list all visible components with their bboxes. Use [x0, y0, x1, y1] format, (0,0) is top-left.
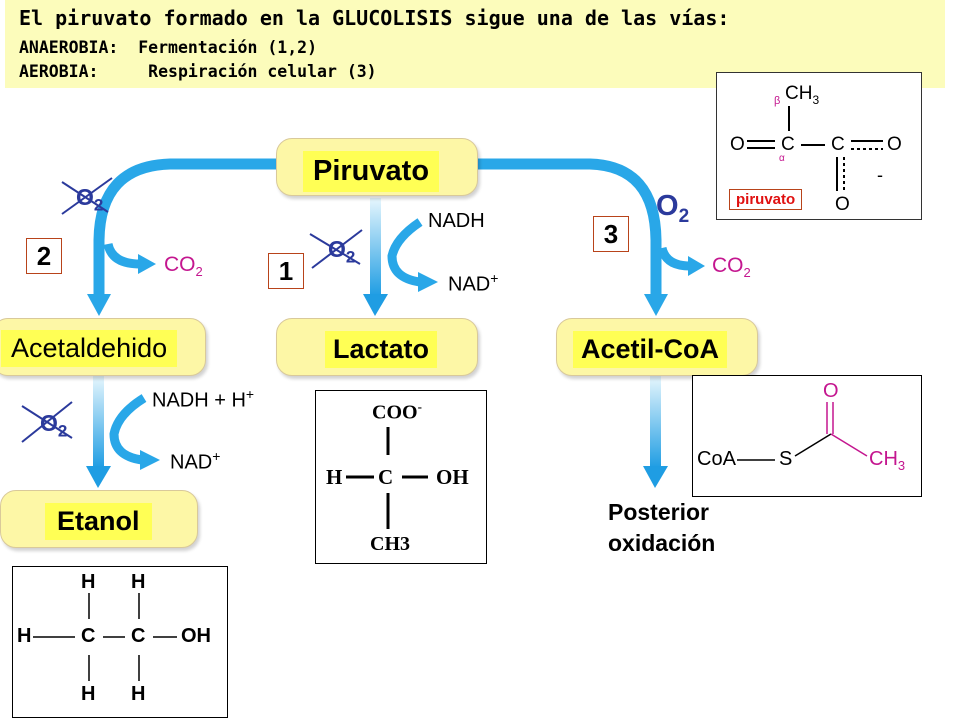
- header-banner: El piruvato formado en la GLUCOLISIS sig…: [5, 0, 945, 88]
- arrow-to-acetil-coa: [478, 158, 662, 296]
- etanol-oh: OH: [181, 625, 211, 647]
- piruvato-beta: β: [774, 95, 781, 107]
- lactato-ch3: CH3: [370, 533, 410, 555]
- piruvato-o-bottom: O: [835, 194, 850, 215]
- node-acetil-coa-label: Acetil-CoA: [573, 331, 728, 368]
- step-2-badge: 2: [26, 238, 62, 274]
- nadh-h-text: NADH + H: [152, 389, 246, 412]
- piruvato-alpha: α: [779, 153, 785, 164]
- lactato-h: H: [326, 465, 343, 489]
- node-acetaldehido: Acetaldehido: [0, 318, 206, 376]
- etanol-h-top-2: H: [131, 571, 146, 593]
- node-piruvato: Piruvato: [276, 138, 478, 196]
- piruvato-c1: C: [781, 134, 795, 155]
- lactato-charge: -: [417, 399, 422, 414]
- co2-arrow-right: [657, 246, 691, 271]
- nad-center-label: NAD+: [448, 270, 498, 297]
- cross-center: [309, 229, 363, 269]
- lactato-coo-text: COO: [372, 401, 418, 424]
- cross-lower: [21, 401, 73, 443]
- nad-left-text: NAD: [170, 451, 213, 474]
- posterior-line2: oxidación: [608, 530, 716, 556]
- header-aerobia: AEROBIA: Respiración celular (3): [19, 62, 377, 81]
- co2-right-sub: 2: [743, 265, 751, 281]
- lactato-structure-box: COO- H C OH CH3: [315, 390, 487, 564]
- node-acetaldehido-label: Acetaldehido: [1, 330, 178, 367]
- piruvato-bonds: [747, 106, 883, 191]
- piruvato-c2: C: [831, 134, 845, 155]
- co2-right-text: CO: [712, 254, 744, 277]
- acetil-coa-s: S: [779, 448, 793, 470]
- piruvato-o-right: O: [887, 134, 902, 155]
- nad-center-plus: +: [490, 270, 499, 286]
- co2-arrow-left: [103, 242, 141, 269]
- node-etanol: Etanol: [0, 490, 198, 548]
- arrowhead-acetil-coa: [644, 294, 668, 316]
- step-1-badge: 1: [268, 253, 304, 289]
- etanol-c2: C: [131, 625, 146, 647]
- nadh-center-label: NADH: [428, 210, 485, 232]
- nad-left-plus: +: [212, 448, 221, 464]
- node-piruvato-label: Piruvato: [303, 151, 440, 192]
- posterior-line1: Posterior: [608, 499, 709, 525]
- lactato-c: C: [378, 465, 394, 489]
- etanol-bonds: [33, 593, 177, 681]
- arrowhead-posterior: [643, 466, 668, 488]
- step-3-badge: 3: [593, 216, 629, 252]
- lactato-oh: OH: [436, 465, 469, 489]
- co2-label-right: CO2: [712, 254, 751, 280]
- o2-crossed-center-sub: 2: [345, 247, 356, 267]
- acetil-coa-coa: CoA: [697, 448, 736, 470]
- nadh-h-plus: +: [245, 386, 255, 402]
- nadh-arrow-left: [109, 394, 147, 465]
- node-lactato-label: Lactato: [325, 331, 438, 368]
- etanol-h-top-1: H: [81, 571, 96, 593]
- arrowhead-acetaldehido: [87, 294, 111, 316]
- header-anaerobia: ANAEROBIA: Fermentación (1,2): [19, 38, 318, 57]
- lactato-coo: COO-: [372, 399, 422, 425]
- etanol-c1: C: [81, 625, 96, 647]
- piruvato-o-left: O: [730, 134, 745, 155]
- acetil-coa-bonds: [737, 402, 868, 461]
- co2-left-text: CO: [164, 253, 196, 276]
- etanol-h-left: H: [17, 625, 32, 647]
- o2-aerobic-label: O2: [656, 190, 689, 228]
- piruvato-ch3-sub: 3: [812, 92, 820, 107]
- piruvato-minus: -: [877, 165, 883, 185]
- arrowhead-lactato: [363, 294, 388, 316]
- arrowhead-etanol: [86, 466, 111, 488]
- etanol-structure-box: H H H C C OH H H: [12, 566, 228, 718]
- acetil-coa-ch3-sub: 3: [897, 458, 906, 473]
- node-lactato: Lactato: [276, 318, 478, 376]
- acetil-coa-structure-box: CoA S O CH3: [692, 375, 922, 497]
- etanol-h-bottom-2: H: [131, 683, 146, 705]
- piruvato-name-tag: piruvato: [729, 189, 803, 210]
- o2-aerobic-text: O: [656, 190, 679, 222]
- arrow-to-acetaldehido: [93, 158, 278, 296]
- nad-left-label: NAD+: [170, 448, 220, 475]
- etanol-h-bottom-1: H: [81, 683, 96, 705]
- header-title: El piruvato formado en la GLUCOLISIS sig…: [19, 6, 730, 30]
- cross-left: [61, 177, 113, 215]
- nad-center-text: NAD: [448, 273, 491, 296]
- lactato-bonds: [346, 427, 428, 529]
- co2-left-sub: 2: [195, 264, 203, 280]
- acetil-coa-o: O: [823, 380, 839, 402]
- co2-label-left: CO2: [164, 253, 203, 279]
- piruvato-structure-box: CH3 β O C α C O - O piruvato: [716, 72, 922, 220]
- node-acetil-coa: Acetil-CoA: [556, 318, 758, 376]
- piruvato-ch3-text: CH: [785, 83, 813, 104]
- o2-aerobic-sub: 2: [678, 205, 690, 227]
- acetil-coa-ch3: CH3: [869, 448, 905, 473]
- piruvato-ch3: CH3: [785, 83, 819, 107]
- nadh-h-left-label: NADH + H+: [152, 386, 254, 413]
- nadh-arrow-center: [387, 218, 423, 287]
- acetil-coa-ch3-text: CH: [869, 448, 898, 470]
- node-etanol-label: Etanol: [45, 503, 152, 540]
